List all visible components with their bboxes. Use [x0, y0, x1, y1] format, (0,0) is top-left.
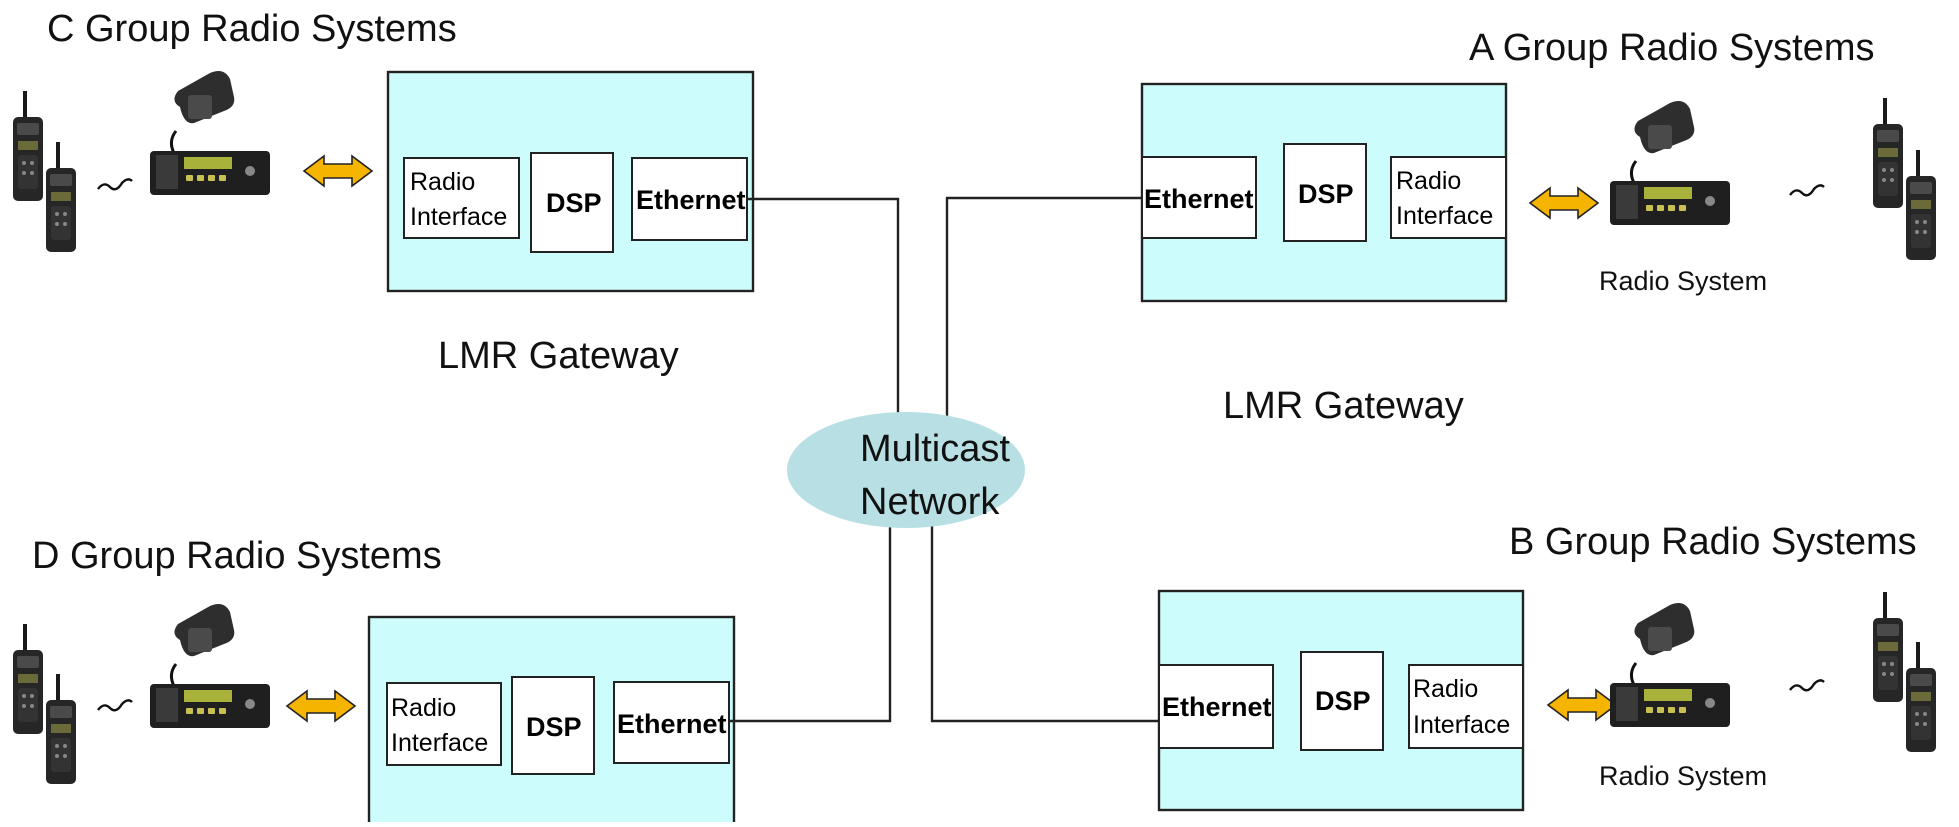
gateway-a-dsp — [1283, 143, 1367, 242]
two-way-radio-icon — [1906, 150, 1936, 260]
radio-system-label-a: Radio System — [1599, 266, 1767, 296]
mobile-radio-icon — [1608, 99, 1732, 227]
two-way-radio-icon — [13, 624, 43, 734]
gateway-a-radio-interface — [1390, 156, 1507, 239]
two-way-radio-icon — [1906, 642, 1936, 752]
gateway-a-ethernet-label: Ethernet — [1144, 184, 1254, 214]
double-arrow-icon — [286, 690, 356, 722]
link-gateway-a — [945, 196, 1142, 417]
gateway-b-radio-interface — [1408, 664, 1524, 749]
link-gateway-d — [729, 523, 892, 723]
gateway-c-dsp — [530, 152, 614, 253]
two-way-radio-icon — [46, 142, 76, 252]
wireless-link-icon — [97, 178, 133, 191]
gateway-d: Radio Interface DSP Ethernet — [367, 615, 736, 827]
gateway-b-radio-label2: Interface — [1413, 711, 1510, 739]
gateway-c-ethernet-label: Ethernet — [636, 185, 746, 215]
gateway-b-ethernet-label: Ethernet — [1162, 692, 1272, 722]
gateway-d-dsp-label: DSP — [526, 712, 582, 742]
gateway-b-radio-label1: Radio — [1413, 675, 1478, 703]
gateway-c-dsp-label: DSP — [546, 188, 602, 218]
two-way-radio-icon — [46, 674, 76, 784]
gateway-a-label: LMR Gateway — [1223, 385, 1464, 427]
group-title-d: D Group Radio Systems — [32, 535, 442, 577]
radio-system-label-b: Radio System — [1599, 761, 1767, 791]
two-way-radio-icon — [1873, 592, 1903, 702]
two-way-radio-icon — [13, 91, 43, 201]
gateway-b: Ethernet DSP Radio Interface — [1157, 589, 1525, 812]
link-gateway-c — [748, 197, 900, 417]
gateway-c-radio-label1: Radio — [410, 168, 475, 196]
gateway-d-radio-label1: Radio — [391, 694, 456, 722]
gateway-b-dsp — [1300, 651, 1384, 751]
two-way-radio-icon — [1873, 98, 1903, 208]
gateway-d-radio-label2: Interface — [391, 729, 488, 757]
gateway-d-dsp — [511, 676, 595, 775]
gateway-d-ethernet — [613, 681, 730, 764]
gateway-b-ethernet — [1158, 664, 1274, 749]
link-gateway-b — [930, 523, 1159, 723]
gateway-c-radio-interface — [403, 157, 520, 239]
mobile-radio-icon — [148, 602, 272, 730]
wireless-link-icon — [97, 699, 133, 712]
network-label-line2: Network — [860, 481, 1000, 523]
gateway-d-radio-interface — [386, 682, 502, 766]
wireless-link-icon — [1789, 184, 1825, 197]
group-title-c: C Group Radio Systems — [47, 8, 457, 50]
group-title-a: A Group Radio Systems — [1469, 27, 1875, 69]
gateway-a-radio-label1: Radio — [1396, 167, 1461, 195]
gateway-a-radio-label2: Interface — [1396, 202, 1493, 230]
double-arrow-icon — [1547, 689, 1617, 721]
mobile-radio-icon — [148, 69, 272, 197]
gateway-c-radio-label2: Interface — [410, 203, 507, 231]
gateway-c-label: LMR Gateway — [438, 335, 679, 377]
multicast-network — [787, 412, 1025, 528]
double-arrow-icon — [303, 155, 373, 187]
gateway-c-ethernet — [631, 157, 748, 241]
gateway-c: Radio Interface DSP Ethernet — [386, 70, 755, 293]
wireless-link-icon — [1789, 679, 1825, 692]
double-arrow-icon — [1529, 187, 1599, 219]
gateway-b-dsp-label: DSP — [1315, 686, 1371, 716]
mobile-radio-icon — [1608, 601, 1732, 729]
gateway-a-dsp-label: DSP — [1298, 179, 1354, 209]
gateway-d-ethernet-label: Ethernet — [617, 709, 727, 739]
gateway-a: Ethernet DSP Radio Interface — [1140, 82, 1508, 303]
network-label-line1: Multicast — [860, 428, 1010, 470]
group-title-b: B Group Radio Systems — [1509, 521, 1917, 563]
